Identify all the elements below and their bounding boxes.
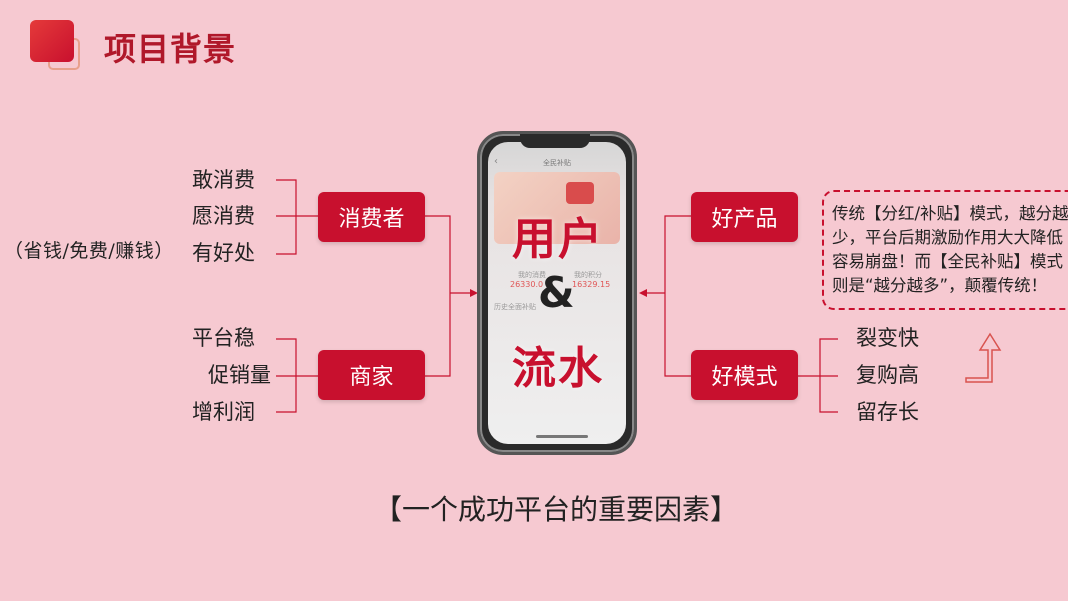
model-item-2: 复购高	[856, 363, 919, 387]
phone-stat-label-2: 我的积分	[574, 271, 602, 279]
gift-icon	[566, 182, 594, 204]
phone-home-bar	[536, 435, 588, 438]
phone-screen: ‹ 全民补贴 我的消费 我的积分 26330.0 16329.15 历史全面补贴	[488, 142, 626, 444]
product-box: 好产品	[691, 192, 798, 242]
consumer-item-1: 敢消费	[192, 168, 255, 192]
phone-notch	[520, 134, 590, 148]
logo-square	[30, 20, 74, 62]
back-icon: ‹	[494, 156, 498, 167]
bottom-caption: 【一个成功平台的重要因素】	[374, 493, 739, 526]
phone-section-title: 历史全面补贴	[494, 303, 536, 311]
phone-stat-value-1: 26330.0	[510, 280, 544, 289]
model-item-1: 裂变快	[856, 326, 919, 350]
phone-mockup: ‹ 全民补贴 我的消费 我的积分 26330.0 16329.15 历史全面补贴	[477, 131, 637, 455]
model-item-3: 留存长	[856, 400, 919, 424]
merchant-box: 商家	[318, 350, 425, 400]
turnover-word: 流水	[512, 343, 604, 394]
note-box: 传统【分红/补贴】模式，越分越 少，平台后期激励作用大大降低 容易崩盘！而【全民…	[822, 190, 1068, 310]
page-title: 项目背景	[104, 30, 237, 68]
merchant-item-2: 促销量	[208, 363, 271, 387]
users-word: 用户	[512, 214, 604, 265]
ampersand: &	[538, 268, 575, 317]
up-arrow-icon	[965, 332, 1002, 383]
note-line-4: 则是“越分越多”，颠覆传统！	[832, 276, 1048, 295]
note-line-2: 少，平台后期激励作用大大降低	[832, 228, 1063, 247]
phone-stat-value-2: 16329.15	[572, 280, 611, 289]
consumer-item-2: 愿消费	[192, 204, 255, 228]
phone-banner	[494, 172, 620, 244]
phone-screen-title: 全民补贴	[543, 159, 571, 167]
phone-stat-label-1: 我的消费	[518, 271, 546, 279]
merchant-item-3: 增利润	[192, 400, 255, 424]
note-line-1: 传统【分红/补贴】模式，越分越	[832, 204, 1068, 223]
consumer-item-3: 有好处	[192, 241, 255, 265]
consumer-box: 消费者	[318, 192, 425, 242]
merchant-item-1: 平台稳	[192, 326, 255, 350]
model-box: 好模式	[691, 350, 798, 400]
consumer-note: （省钱/免费/赚钱）	[4, 240, 174, 262]
note-line-3: 容易崩盘！而【全民补贴】模式	[832, 252, 1063, 271]
